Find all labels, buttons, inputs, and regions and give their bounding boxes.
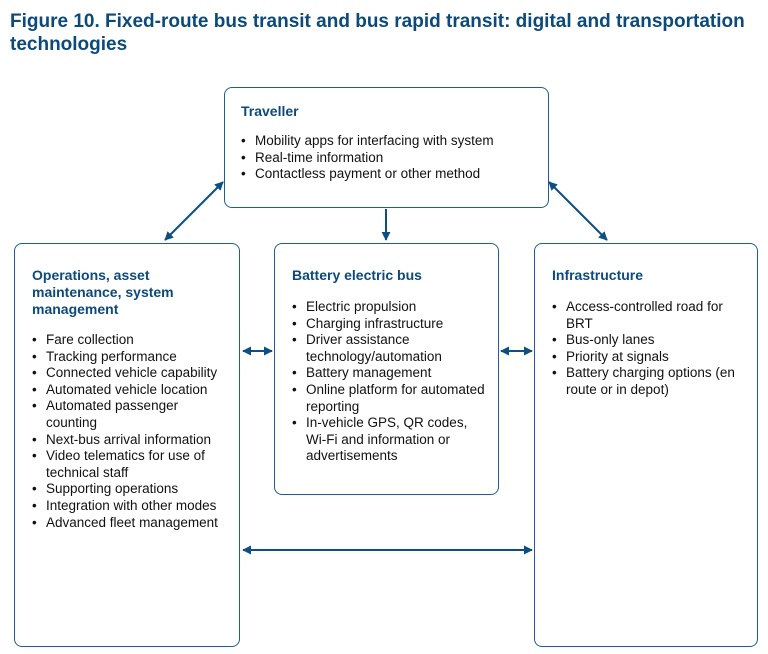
arrow-traveller-infrastructure [548,181,608,241]
battery-bus-list: Electric propulsion Charging infrastruct… [292,299,490,465]
battery-bus-box: Battery electric bus Electric propulsion… [274,243,499,495]
figure-title: Figure 10. Fixed-route bus transit and b… [10,11,745,55]
list-item: Supporting operations [32,481,231,498]
list-item: Mobility apps for interfacing with syste… [241,133,538,150]
list-item: Video telematics for use of technical st… [32,448,231,481]
traveller-box: Traveller Mobility apps for interfacing … [224,87,549,208]
traveller-list: Mobility apps for interfacing with syste… [241,133,538,183]
list-item: Access-controlled road for BRT [552,299,749,332]
list-item: Fare collection [32,332,231,349]
list-item: Tracking performance [32,349,231,366]
list-item: Battery management [292,365,490,382]
list-item: Automated passenger counting [32,398,231,431]
list-item: Advanced fleet management [32,515,231,532]
operations-box: Operations, asset maintenance, system ma… [14,243,240,647]
infrastructure-box: Infrastructure Access-controlled road fo… [534,243,758,647]
list-item: Integration with other modes [32,498,231,515]
operations-title: Operations, asset maintenance, system ma… [32,267,174,317]
arrow-traveller-operations [164,181,224,241]
list-item: Real-time information [241,150,538,167]
list-item: Electric propulsion [292,299,490,316]
infrastructure-title: Infrastructure [552,267,644,283]
infrastructure-list: Access-controlled road for BRT Bus-only … [552,299,749,399]
list-item: Connected vehicle capability [32,365,231,382]
list-item: Next-bus arrival information [32,432,231,449]
list-item: Contactless payment or other method [241,166,538,183]
list-item: In-vehicle GPS, QR codes, Wi-Fi and info… [292,415,490,465]
list-item: Bus-only lanes [552,332,749,349]
list-item: Battery charging options (en route or in… [552,365,749,398]
battery-bus-title: Battery electric bus [292,267,422,283]
operations-list: Fare collection Tracking performance Con… [32,332,231,531]
list-item: Priority at signals [552,349,749,366]
traveller-title: Traveller [241,103,299,119]
list-item: Driver assistance technology/automation [292,332,490,365]
list-item: Charging infrastructure [292,316,490,333]
list-item: Automated vehicle location [32,382,231,399]
list-item: Online platform for automated reporting [292,382,490,415]
